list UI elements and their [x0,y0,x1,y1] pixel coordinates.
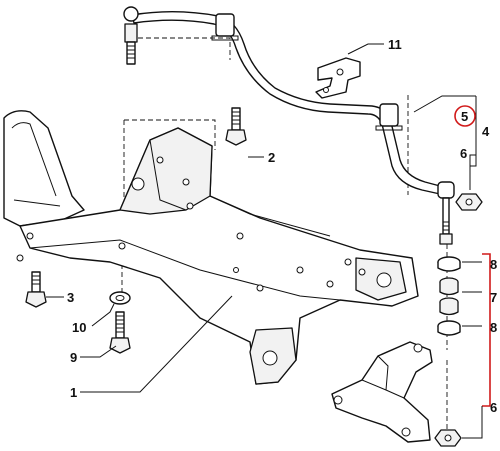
front-subframe [3,110,419,385]
stabilizer-left-end [123,6,139,65]
callout-3: 3 [67,290,74,305]
link-bushings [437,256,461,336]
nut-6-top [455,193,483,211]
bolt-3 [25,271,47,308]
callout-10: 10 [72,320,86,335]
callouts: 1 2 3 4 5 6 6 7 8 8 9 10 11 [67,37,497,415]
bushing-8-upper [437,256,461,272]
stabilizer-bar [123,6,441,195]
group-bracket-red [462,253,491,439]
callout-9: 9 [70,350,77,365]
callout-8-upper: 8 [490,257,497,272]
callout-6-top: 6 [460,146,467,161]
bushing-8-lower [437,320,461,336]
stabilizer-link-rod [437,181,455,245]
bolt-2 [225,107,247,146]
bolt-9 [109,311,131,354]
lower-control-arm [331,341,433,443]
nut-6-bottom [434,429,462,447]
callout-7: 7 [490,290,497,305]
bushing-7-lower [439,297,459,316]
stabilizer-bushing-right [375,103,403,131]
leader-lines [46,43,476,393]
callout-1: 1 [70,385,77,400]
callout-5: 5 [461,109,468,124]
callout-2: 2 [268,150,275,165]
bushing-7-upper [439,277,459,296]
callout-11: 11 [388,37,402,52]
mounting-bracket [315,57,361,99]
group-bracket-4 [470,96,477,167]
highlight-circle-5 [454,105,476,127]
callout-6-bottom: 6 [490,400,497,415]
callout-8-lower: 8 [490,320,497,335]
washer-10 [109,291,131,305]
stabilizer-bushing-left [211,13,239,41]
callout-4: 4 [482,124,490,139]
